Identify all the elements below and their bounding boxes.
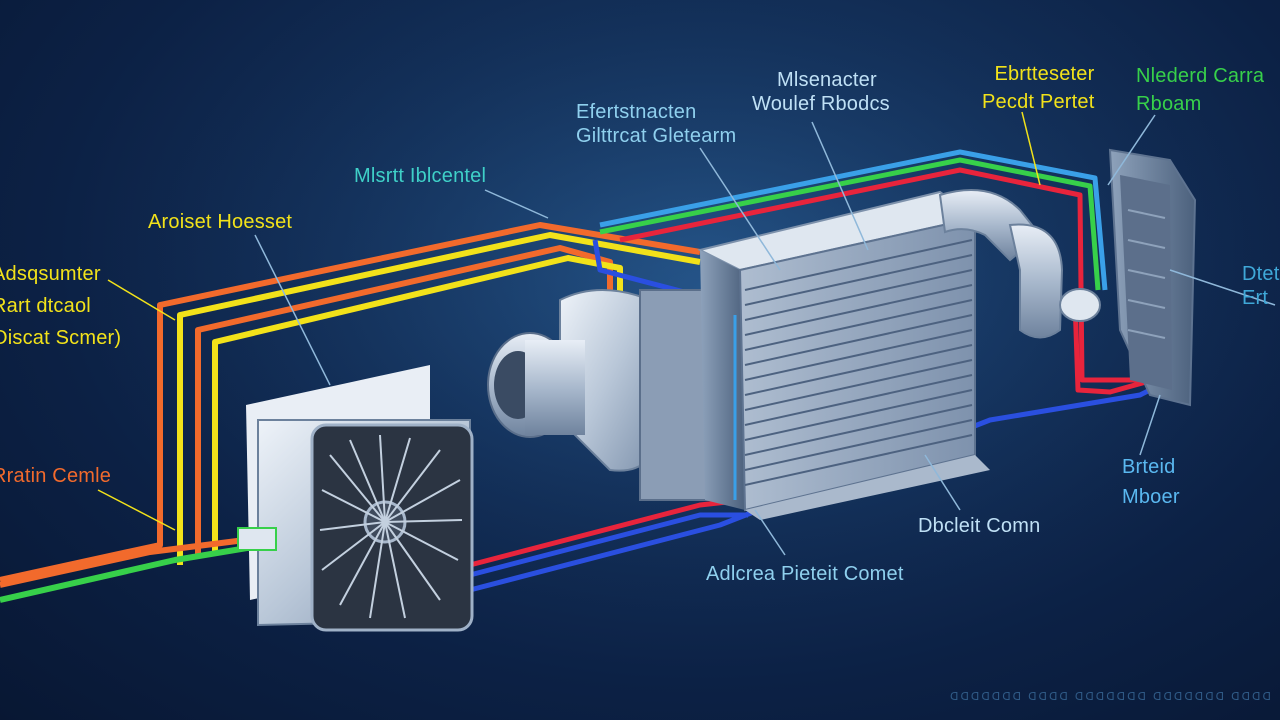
panel-vent-2 bbox=[1127, 239, 1166, 249]
label-mlsrtt: Mlsrtt Iblcentel bbox=[354, 164, 486, 188]
footer-watermark-text: ᗡᗡᗡᗡᗡᗡᗡ ᗡᗡᗡᗡ ᗡᗡᗡᗡᗡᗡᗡ ᗡᗡᗡᗡᗡᗡᗡ ᗡᗡᗡᗡ bbox=[950, 691, 1273, 703]
label-adlcrea: Adlcrea Pieteit Comet bbox=[706, 562, 904, 586]
leader-ebrtteseter bbox=[1021, 111, 1041, 186]
pipe-joint bbox=[1059, 288, 1101, 322]
label-adsqsumter-line3: Oiscat Scmer) bbox=[0, 327, 122, 349]
label-dtet-line1: Dtet bbox=[1242, 263, 1280, 285]
elbow-pipe bbox=[938, 189, 1101, 339]
label-efertstnacten-line1: Efertstnacten bbox=[576, 101, 697, 123]
coil-fins bbox=[744, 239, 973, 486]
label-nlederd: Nlederd Carra Rboam bbox=[1136, 62, 1264, 118]
panel-vent-1 bbox=[1127, 209, 1166, 219]
blower-outlet-tube bbox=[525, 340, 585, 435]
label-adsqsumter-line2: Rart dtcaol bbox=[0, 295, 91, 317]
label-brteid: Brteid Mboer bbox=[1122, 452, 1180, 512]
label-efertstnacten-line2: Gilttrcat Gletearm bbox=[576, 125, 737, 147]
leader-adsqsumter bbox=[107, 279, 176, 321]
leader-adlcrea bbox=[754, 509, 786, 556]
leader-efertstnacten bbox=[699, 147, 781, 271]
label-ratin: Rratin Cemle bbox=[0, 464, 111, 488]
label-aroiset-text: Aroiset Hoesset bbox=[148, 211, 293, 233]
blower-assembly bbox=[487, 289, 716, 501]
label-aroiset: Aroiset Hoesset bbox=[148, 210, 292, 234]
leader-nlederd bbox=[1107, 114, 1156, 186]
label-efertstnacten: Efertstnacten Gilttrcat Gletearm bbox=[576, 100, 736, 148]
leader-dbcleit bbox=[924, 454, 961, 511]
condenser-fan-unit bbox=[237, 365, 474, 632]
green-line-lower bbox=[0, 542, 266, 603]
label-mlsenacter: Mlsenacter Woulef Rbodcs bbox=[752, 68, 890, 116]
label-brteid-line1: Brteid bbox=[1122, 456, 1176, 478]
label-dtet: Dtet Ert bbox=[1242, 262, 1279, 310]
red-line-top bbox=[619, 167, 1140, 383]
panel-vent-5 bbox=[1127, 329, 1166, 339]
label-mlsenacter-line2: Woulef Rbodcs bbox=[752, 93, 890, 115]
label-adsqsumter: Adsqsumter Rart dtcaol Oiscat Scmer) bbox=[0, 258, 121, 354]
label-ratin-text: Rratin Cemle bbox=[0, 465, 112, 487]
leader-mlsrtt bbox=[484, 189, 549, 219]
leader-ratin bbox=[97, 489, 176, 531]
leader-brteid bbox=[1139, 394, 1161, 456]
fan-blades bbox=[319, 434, 463, 619]
label-adsqsumter-line1: Adsqsumter bbox=[0, 263, 101, 285]
fan-connector bbox=[237, 527, 277, 551]
label-adlcrea-text: Adlcrea Pieteit Comet bbox=[706, 563, 904, 585]
label-mlsenacter-line1: Mlsenacter bbox=[777, 69, 877, 91]
coil-base bbox=[745, 455, 990, 520]
label-mlsrtt-text: Mlsrtt Iblcentel bbox=[354, 165, 487, 187]
label-brteid-line2: Mboer bbox=[1122, 486, 1180, 508]
yellow-line-upper bbox=[177, 232, 701, 565]
panel-vent-4 bbox=[1127, 299, 1166, 309]
heat-exchanger-coil bbox=[697, 190, 990, 520]
yellow-line-inner bbox=[212, 255, 623, 552]
refrigerant-lines-left bbox=[0, 222, 701, 603]
red-line-return bbox=[1072, 299, 1161, 395]
leader-aroiset bbox=[254, 234, 331, 386]
orange-line-lower bbox=[0, 537, 246, 588]
blue-line-bottom bbox=[469, 512, 748, 578]
green-line-top bbox=[599, 157, 1101, 291]
label-nlederd-line2: Rboam bbox=[1136, 93, 1202, 115]
panel-vent-3 bbox=[1127, 269, 1166, 279]
label-dtet-line2: Ert bbox=[1242, 287, 1269, 309]
cyan-line-top bbox=[599, 149, 1108, 291]
coil-side bbox=[700, 250, 745, 510]
leader-lines bbox=[97, 111, 1276, 556]
label-ebrtteseter: Ebrtteseter Pecdt Pertet bbox=[982, 60, 1094, 116]
leader-dtet bbox=[1169, 269, 1276, 306]
label-nlederd-line1: Nlederd Carra bbox=[1136, 65, 1265, 87]
air-handler-panel bbox=[1108, 148, 1197, 407]
leader-mlsenacter bbox=[811, 121, 869, 251]
label-ebrtteseter-line2: Pecdt Pertet bbox=[982, 91, 1095, 113]
label-dbcleit-text: Dbcleit Comn bbox=[918, 515, 1041, 537]
label-ebrtteseter-line1: Ebrtteseter bbox=[994, 63, 1095, 85]
orange-line-upper bbox=[0, 222, 701, 583]
label-dbcleit: Dbcleit Comn bbox=[918, 514, 1040, 538]
